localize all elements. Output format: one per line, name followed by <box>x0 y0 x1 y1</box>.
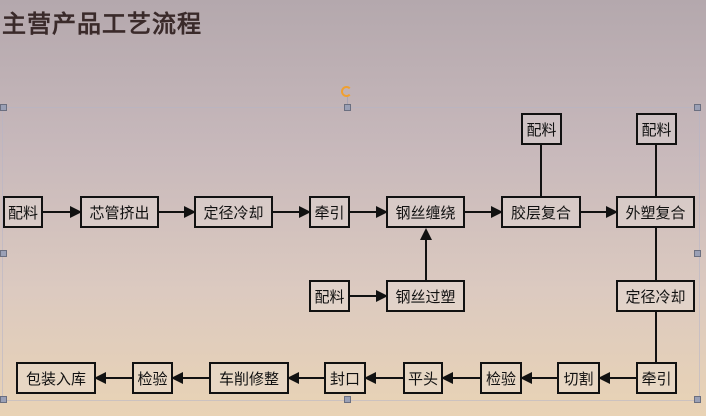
step-batching-wire[interactable]: 配料 <box>309 280 350 312</box>
rotation-handle-stem <box>347 97 348 107</box>
step-core-tube-extrusion[interactable]: 芯管挤出 <box>80 196 159 228</box>
step-adhesive-layer-compounding[interactable]: 胶层复合 <box>501 196 581 228</box>
resize-handle-top[interactable] <box>344 104 351 111</box>
resize-handle-bottom[interactable] <box>344 396 351 403</box>
step-inspection-2[interactable]: 检验 <box>132 362 173 394</box>
step-outer-plastic-compounding[interactable]: 外塑复合 <box>616 196 695 228</box>
step-batching-adhesive[interactable]: 配料 <box>521 113 562 145</box>
step-batching-outer[interactable]: 配料 <box>636 113 677 145</box>
step-turning-trimming[interactable]: 车削修整 <box>209 362 289 394</box>
resize-handle-left[interactable] <box>0 250 7 257</box>
rotate-icon[interactable] <box>341 86 352 97</box>
step-haul-off-2[interactable]: 牵引 <box>636 362 677 394</box>
step-inspection-1[interactable]: 检验 <box>480 362 522 394</box>
step-steel-wire-winding[interactable]: 钢丝缠绕 <box>386 196 465 228</box>
step-sizing-cooling-2[interactable]: 定径冷却 <box>616 280 695 312</box>
resize-handle-right[interactable] <box>694 250 701 257</box>
step-sealing[interactable]: 封口 <box>324 362 366 394</box>
resize-handle-bottom-right[interactable] <box>694 396 701 403</box>
step-cutting[interactable]: 切割 <box>557 362 600 394</box>
resize-handle-top-left[interactable] <box>0 104 7 111</box>
step-steel-wire-coating[interactable]: 钢丝过塑 <box>386 280 465 312</box>
page-title: 主营产品工艺流程 <box>2 9 202 38</box>
step-end-facing[interactable]: 平头 <box>403 362 443 394</box>
step-packing-storage[interactable]: 包装入库 <box>16 362 96 394</box>
resize-handle-top-right[interactable] <box>694 104 701 111</box>
step-batching[interactable]: 配料 <box>3 196 43 228</box>
resize-handle-bottom-left[interactable] <box>0 396 7 403</box>
step-haul-off[interactable]: 牵引 <box>309 196 350 228</box>
step-sizing-cooling[interactable]: 定径冷却 <box>194 196 273 228</box>
